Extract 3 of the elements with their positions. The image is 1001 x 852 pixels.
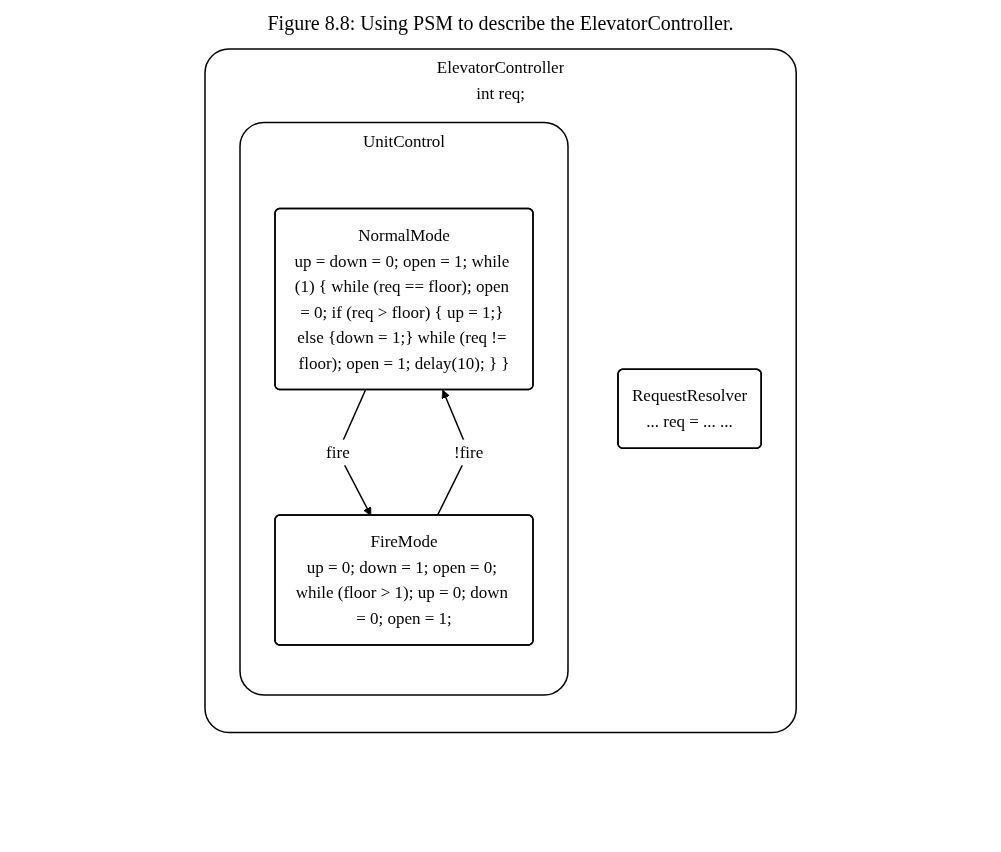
edge-label: !fire — [453, 442, 484, 462]
figure-title: Figure 8.8: Using PSM to describe the ElevatorController. — [266, 12, 735, 35]
edge-label: fire — [325, 442, 350, 462]
